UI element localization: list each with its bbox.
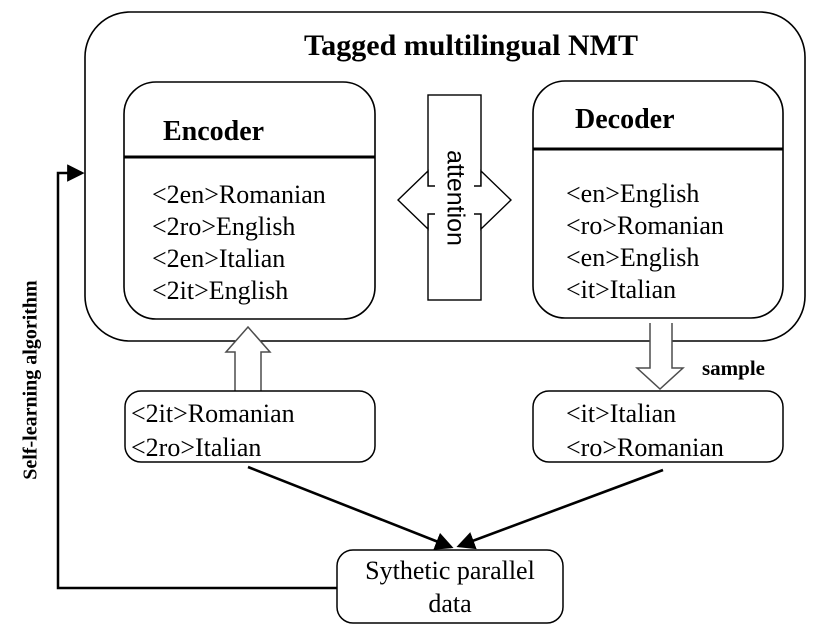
down-block-arrow xyxy=(635,323,685,391)
sample-label: sample xyxy=(702,356,765,380)
decoder-token-line: <en>English xyxy=(566,179,700,208)
synthetic-source-token-list: <2it>Romanian <2ro>Italian xyxy=(131,397,295,465)
sampled-target-token-line: <ro>Romanian xyxy=(566,433,724,462)
attention-right-arrowhead xyxy=(474,169,513,231)
attention-label: attention xyxy=(441,150,470,246)
encoder-token-list: <2en>Romanian <2ro>English <2en>Italian … xyxy=(152,179,326,307)
sampled-target-token-line: <it>Italian xyxy=(566,399,677,428)
self-learning-loop-arrow xyxy=(56,164,337,590)
decoder-token-line: <it>Italian xyxy=(566,275,677,304)
decoder-token-line: <en>English xyxy=(566,243,700,272)
synthetic-source-box xyxy=(124,390,376,463)
attention-box xyxy=(427,94,482,301)
attention-left-arrowhead xyxy=(396,169,435,231)
synthetic-source-token-line: <2ro>Italian xyxy=(131,433,262,462)
encoder-label: Encoder xyxy=(163,116,265,147)
decoder-token-list: <en>English <ro>Romanian <en>English <it… xyxy=(566,178,724,306)
encoder-token-line: <2ro>English xyxy=(152,212,296,241)
synthetic-source-token-line: <2it>Romanian xyxy=(131,399,295,428)
synthetic-data-label-line: data xyxy=(428,589,472,618)
encoder-box xyxy=(123,81,376,320)
right-diagonal-arrow xyxy=(456,468,664,550)
synthetic-data-box xyxy=(336,549,564,624)
self-learning-algorithm-label: Self-learning algorithm xyxy=(19,280,42,480)
sampled-target-box xyxy=(532,390,784,463)
left-diagonal-arrow xyxy=(247,465,454,550)
decoder-token-line: <ro>Romanian xyxy=(566,211,724,240)
encoder-token-line: <2en>Romanian xyxy=(152,180,326,209)
encoder-token-line: <2en>Italian xyxy=(152,244,286,273)
synthetic-data-label-line: Sythetic parallel xyxy=(365,556,535,585)
diagram-title: Tagged multilingual NMT xyxy=(304,29,638,62)
sampled-target-token-list: <it>Italian <ro>Romanian xyxy=(566,397,724,465)
decoder-label: Decoder xyxy=(575,104,675,135)
encoder-token-line: <2it>English xyxy=(152,276,289,305)
up-block-arrow xyxy=(224,325,272,391)
decoder-box xyxy=(532,80,784,319)
synthetic-data-label: Sythetic parallel data xyxy=(337,554,563,620)
